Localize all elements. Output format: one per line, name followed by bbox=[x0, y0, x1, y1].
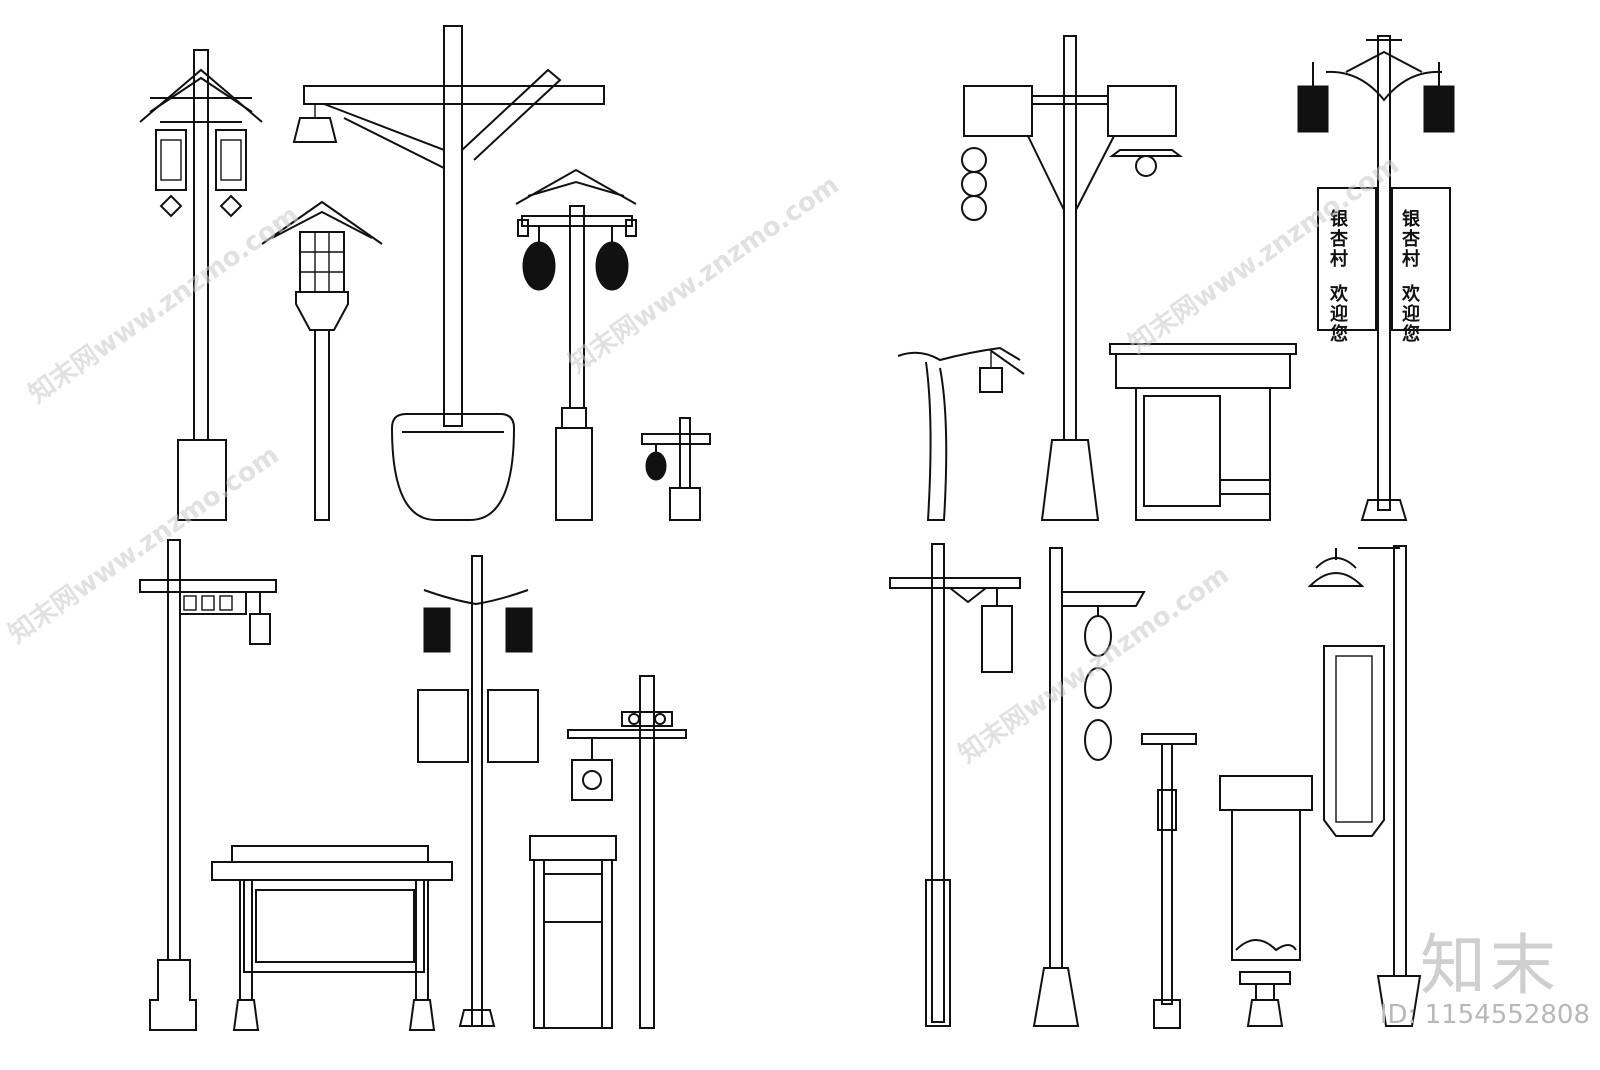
double-crook-banner-lamp: 银杏村 欢迎您 银杏村 欢迎您 bbox=[1297, 35, 1455, 521]
flat-arm-panel-lamp bbox=[889, 543, 1021, 1027]
notice-board-kiosk bbox=[1109, 343, 1297, 521]
banner-left-bottom-text: 欢迎您 bbox=[1329, 284, 1349, 345]
roofed-lantern-post bbox=[261, 200, 383, 521]
bell-lamp-tall-banner bbox=[1307, 545, 1422, 1027]
short-lantern-post bbox=[641, 417, 711, 521]
brand-logo-text: 知末 bbox=[1420, 927, 1560, 1004]
asset-id-label: ID: 1154552808 bbox=[1379, 1000, 1590, 1030]
sign-stand-post bbox=[529, 835, 617, 1029]
pedestal-display-column bbox=[1219, 775, 1313, 1027]
comb-top-post bbox=[1141, 733, 1197, 1029]
banner-right-bottom-text: 欢迎您 bbox=[1401, 284, 1421, 345]
lantern-string-lamp bbox=[1032, 547, 1146, 1027]
tree-branch-lamp bbox=[897, 346, 1025, 521]
twin-lantern-sign-lamp bbox=[417, 555, 539, 1027]
fretwork-arm-lamp bbox=[139, 539, 277, 1031]
cross-pole-signal-lamp bbox=[961, 35, 1183, 521]
banner-right-top-text: 银杏村 bbox=[1402, 208, 1421, 270]
tiled-roof-display-board bbox=[211, 845, 453, 1031]
wooden-arm-pot-lamp bbox=[292, 25, 605, 521]
carved-twin-lantern-lamp bbox=[515, 168, 637, 521]
banner-left-top-text: 银杏村 bbox=[1330, 208, 1349, 270]
coin-lantern-arm-lamp bbox=[567, 675, 687, 1029]
pagoda-twin-lantern-lamp bbox=[139, 49, 263, 521]
